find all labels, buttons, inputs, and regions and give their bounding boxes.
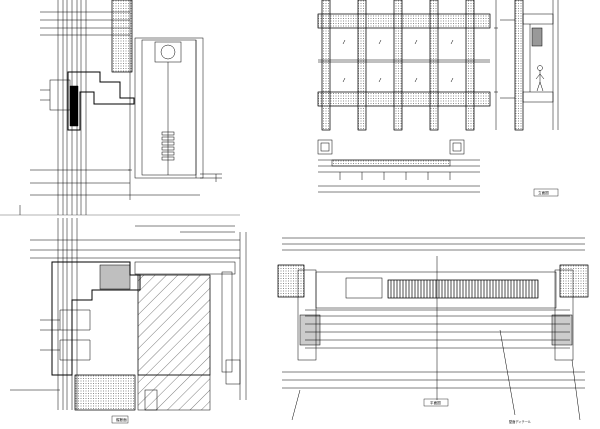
label-frame xyxy=(111,415,129,424)
detail-note: 壁面ディテール xyxy=(509,419,532,424)
small-plan-detail xyxy=(317,139,480,193)
label-frame xyxy=(423,398,449,407)
elevation-label: 立面図 xyxy=(538,190,549,195)
section-with-figure xyxy=(500,0,559,131)
section-bottom-left-label: 縦断面 xyxy=(116,417,127,422)
mullion-columns xyxy=(321,0,475,131)
plan-label: 平面図 xyxy=(430,400,441,405)
label-frame xyxy=(533,188,559,197)
blind-slat-stack xyxy=(161,131,175,161)
elevation-top-right xyxy=(317,0,498,131)
plan-bottom-right xyxy=(277,237,589,421)
section-detail-bottom-left xyxy=(10,218,247,411)
section-detail-top-left xyxy=(19,0,222,215)
